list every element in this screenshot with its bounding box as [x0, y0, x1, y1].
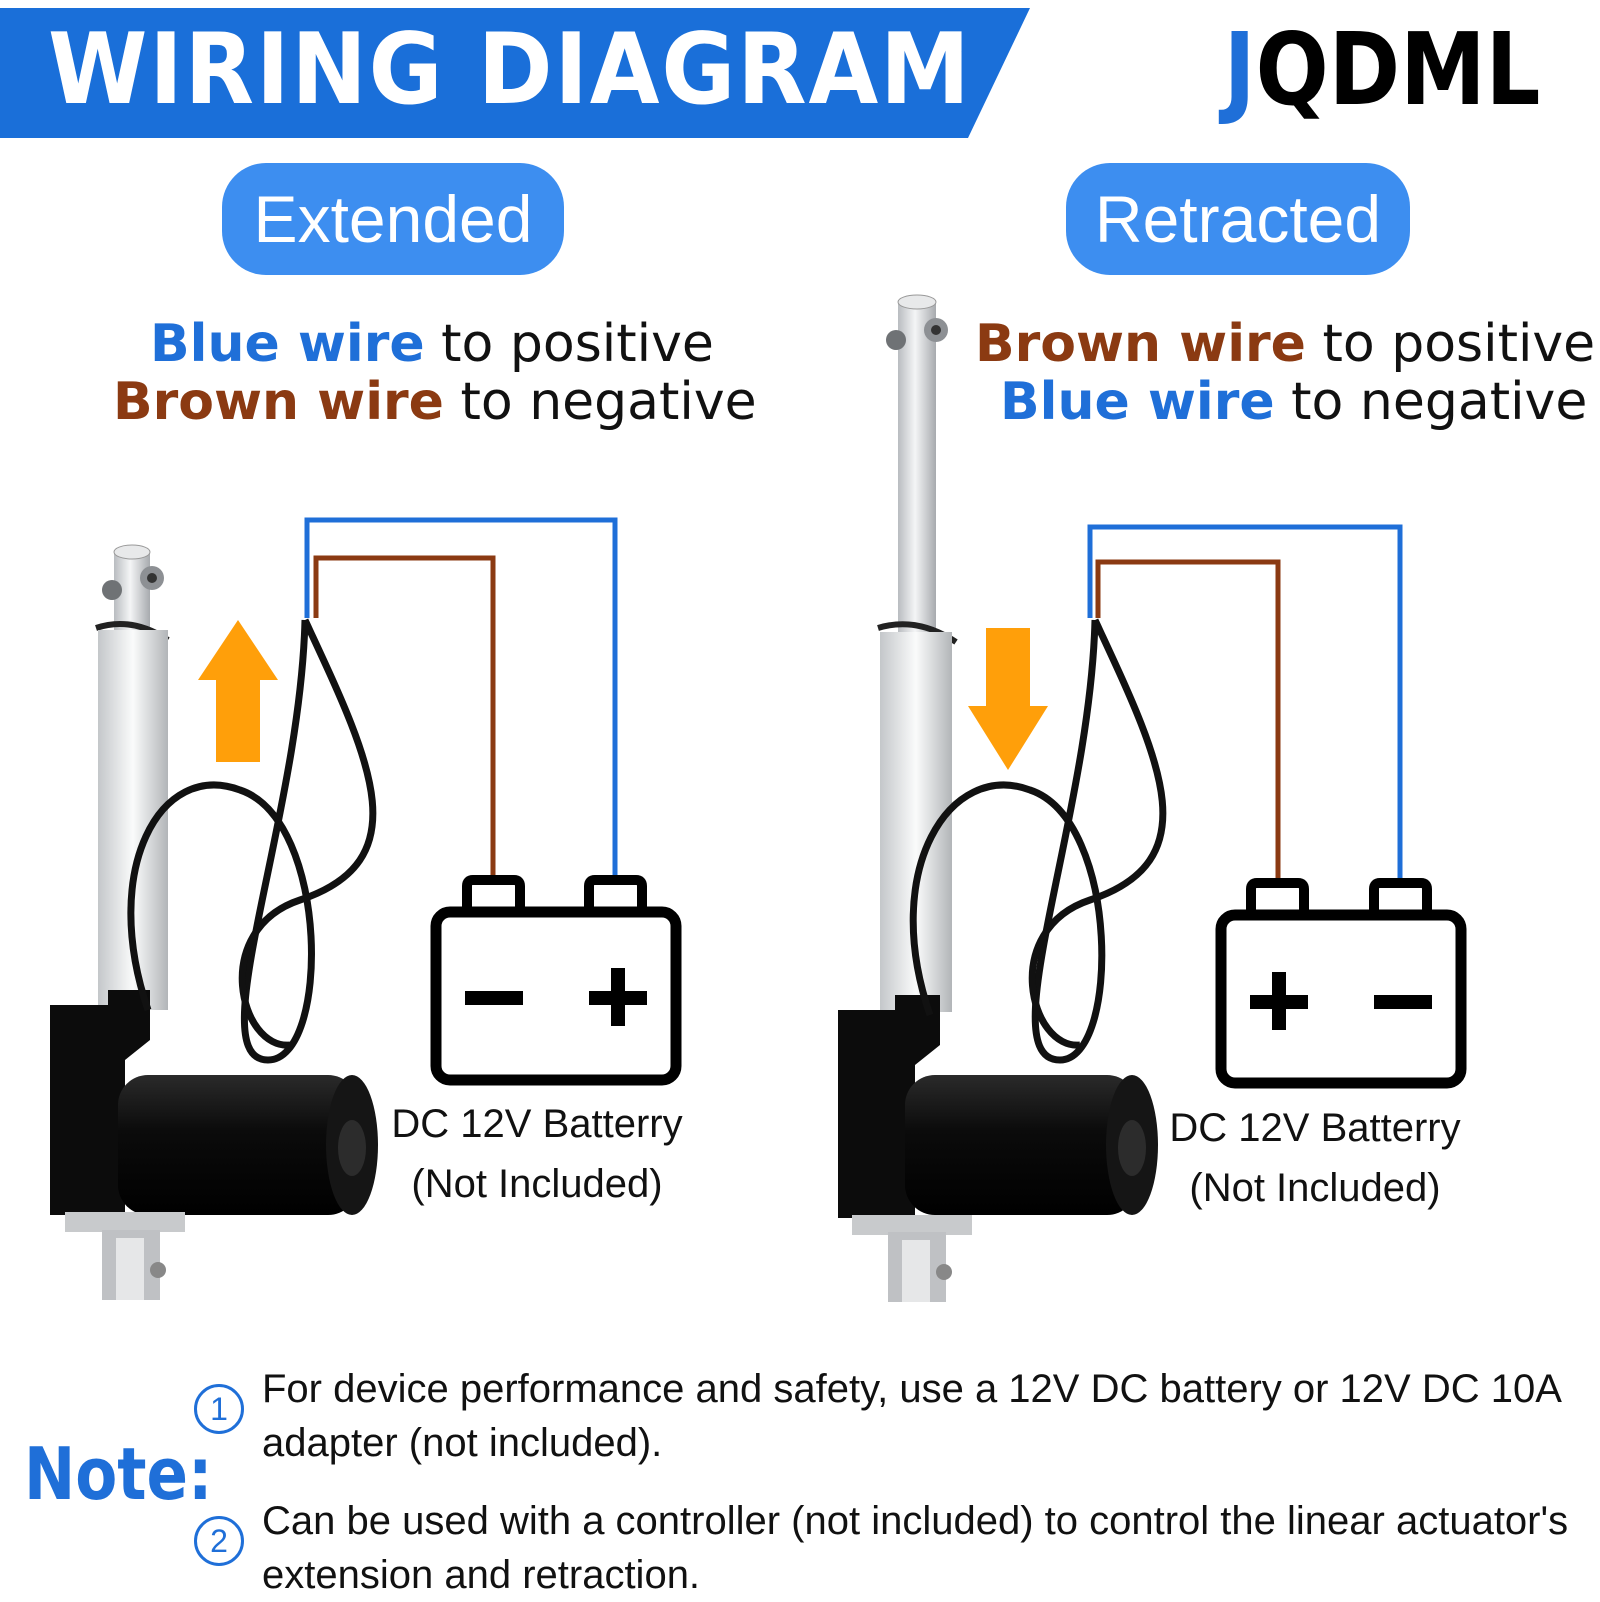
blue-wire-label: Blue wire — [1000, 372, 1275, 432]
retracted-badge: Retracted — [1066, 163, 1410, 275]
blue-wire-label: Blue wire — [150, 314, 425, 374]
linear-actuator-extended — [50, 544, 378, 1300]
note-item-1: For device performance and safety, use a… — [262, 1367, 1560, 1465]
extended-badge: Extended — [222, 163, 564, 275]
battery-icon-right — [1215, 878, 1467, 1089]
note-number-2: 2 — [194, 1516, 244, 1566]
header-banner — [0, 8, 1030, 138]
brand-logo: JQDML — [1223, 11, 1540, 128]
note-item-2: Can be used with a controller (not inclu… — [262, 1499, 1569, 1597]
brown-wire-label: Brown wire — [975, 314, 1306, 374]
page-title: WIRING DIAGRAM — [48, 13, 972, 127]
retracted-instruction-line1: Brown wire to positive — [975, 314, 1596, 374]
battery-icon-left — [430, 875, 682, 1086]
brown-wire-label: Brown wire — [113, 372, 444, 432]
battery-negative-terminal — [465, 991, 523, 1005]
extended-instruction-line2: Brown wire to negative — [113, 372, 757, 432]
wires-retracted — [1087, 524, 1403, 885]
extended-instruction-line1: Blue wire to positive — [150, 314, 714, 374]
linear-actuator-retracted — [838, 294, 1167, 1302]
retracted-instruction-line2: Blue wire to negative — [1000, 372, 1588, 432]
note-number-1: 1 — [194, 1384, 244, 1434]
battery-label-retracted: DC 12V Batterry (Not Included) — [1169, 1106, 1461, 1210]
wires-extended — [304, 517, 618, 885]
down-arrow-icon — [968, 628, 1048, 770]
battery-label-extended: DC 12V Batterry (Not Included) — [391, 1102, 683, 1206]
battery-positive-terminal — [1250, 972, 1308, 1030]
battery-negative-terminal — [1374, 995, 1432, 1009]
note-label: Note: — [24, 1432, 213, 1516]
battery-positive-terminal — [589, 968, 647, 1026]
up-arrow-icon — [198, 620, 278, 762]
